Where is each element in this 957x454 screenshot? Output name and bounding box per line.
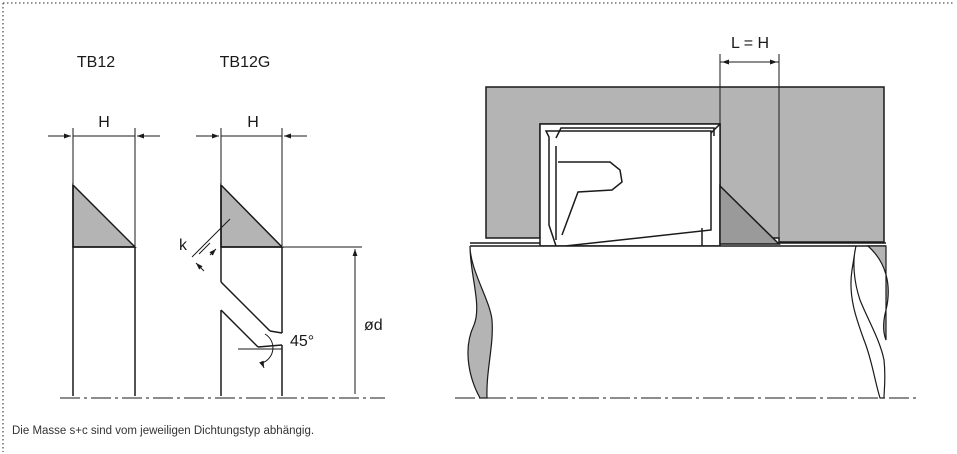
- diameter-label: ød: [364, 317, 383, 334]
- shaft: [470, 242, 886, 398]
- tb12g-dimension-h: [196, 128, 307, 246]
- angle-45-marker: [238, 333, 282, 369]
- shaft-break-right-fill: [866, 245, 889, 341]
- tb12-profile: [72, 183, 137, 396]
- k-dimension: [191, 218, 231, 272]
- l-equals-h-label: L = H: [731, 35, 769, 52]
- tb12g-h-label: H: [247, 114, 259, 131]
- backup-ring: [719, 184, 781, 245]
- tb12g-profile: [220, 183, 284, 396]
- k-label: k: [179, 237, 188, 254]
- seal-profile: [544, 123, 721, 247]
- tb12-dimension-h: [48, 128, 160, 246]
- l-equals-h-dimension: [719, 54, 780, 243]
- tb12g-title: TB12G: [220, 54, 271, 71]
- tb12-h-label: H: [98, 114, 110, 131]
- diameter-dimension: [283, 246, 362, 394]
- tb12-title: TB12: [77, 54, 115, 71]
- angle-label: 45°: [290, 333, 314, 350]
- caption-note: Die Masse s+c sind vom jeweiligen Dichtu…: [12, 425, 315, 437]
